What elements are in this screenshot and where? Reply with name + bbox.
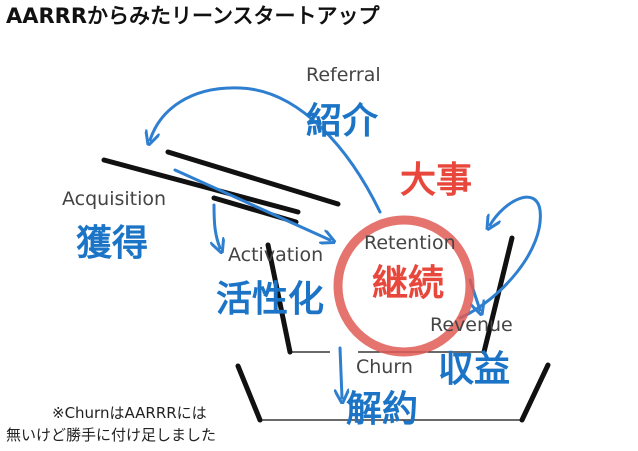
retention-highlight-circle [333,215,475,357]
acquisition-label-jp: 獲得 [76,223,149,264]
revenue-label-en: Revenue [430,314,513,336]
arrow-acquisition-to-retention [173,168,330,240]
activation-label-jp: 活性化 [216,279,325,320]
footnote-line-2: 無いけど勝手に付け足しました [6,426,217,444]
arrow-acquisition-down [214,203,220,248]
funnel-wall-top-outer [101,157,301,215]
referral-label-jp: 紹介 [306,101,379,142]
arrow-churn-down [340,346,342,398]
funnel-wall-right-vertical [481,235,515,355]
churn-label-en: Churn [356,356,413,378]
funnel-wall-top-inner [165,149,341,207]
retention-label-jp: 継続 [372,263,445,304]
footnote-line-1: ※ChurnはAARRRには [52,404,207,422]
referral-label-en: Referral [306,64,381,86]
funnel-wall-left-vertical [265,242,293,355]
funnel-wall-bottom-left [235,363,263,423]
activation-label-en: Activation [228,244,324,266]
arrow-referral-loop [150,86,382,214]
acquisition-label-en: Acquisition [62,188,167,210]
page-title: AARRRからみたリーンスタートアップ [6,4,380,28]
funnel-wall-bottom-right [519,362,551,423]
revenue-label-jp: 収益 [438,349,511,390]
churn-label-jp: 解約 [346,389,419,430]
emphasis-label: 大事 [400,160,473,201]
retention-label-en: Retention [364,232,456,254]
arrow-revenue-loop [458,195,542,320]
